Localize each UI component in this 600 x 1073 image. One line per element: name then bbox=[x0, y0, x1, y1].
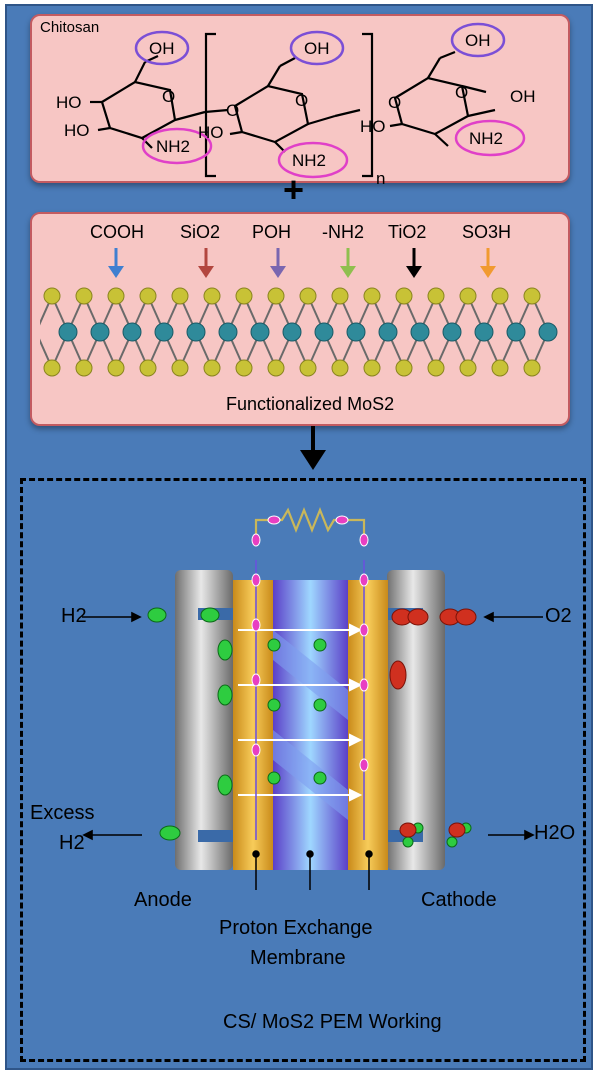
sulfur-atom bbox=[299, 287, 317, 305]
molybdenum-atom bbox=[154, 322, 174, 342]
sulfur-atom bbox=[459, 287, 477, 305]
ho-label: HO bbox=[64, 121, 90, 140]
oh-label: OH bbox=[465, 31, 491, 50]
ho-label: HO bbox=[198, 123, 224, 142]
oh-label: OH bbox=[149, 39, 175, 58]
sulfur-atom bbox=[171, 359, 189, 377]
molybdenum-atom bbox=[442, 322, 462, 342]
cathode-label: Cathode bbox=[421, 889, 497, 911]
sulfur-atom bbox=[139, 359, 157, 377]
functional-group-label: -NH2 bbox=[322, 222, 365, 242]
sulfur-atom bbox=[203, 287, 221, 305]
ring-oxygen: O bbox=[295, 91, 308, 110]
functional-group-arrow-icon bbox=[108, 248, 124, 278]
oh-label: OH bbox=[304, 39, 330, 58]
functional-group-label: SiO2 bbox=[180, 222, 221, 242]
sulfur-atom bbox=[235, 359, 253, 377]
molybdenum-atom bbox=[58, 322, 78, 342]
sulfur-atom bbox=[139, 287, 157, 305]
membrane-label-line1: Proton Exchange bbox=[219, 917, 373, 939]
chitosan-structure: OH OH OH HO HO HO HO O O O O O OH NH2 NH… bbox=[56, 22, 536, 188]
nh2-label: NH2 bbox=[292, 151, 326, 170]
molybdenum-atom bbox=[282, 322, 302, 342]
functional-group-label: TiO2 bbox=[388, 222, 427, 242]
sulfur-atom bbox=[491, 287, 509, 305]
molybdenum-atom bbox=[90, 322, 110, 342]
sulfur-atom bbox=[395, 287, 413, 305]
molybdenum-atom bbox=[378, 322, 398, 342]
down-arrow-icon bbox=[300, 426, 326, 470]
fuel-cell-frame bbox=[20, 478, 586, 1062]
functional-group-arrow-icon bbox=[406, 248, 422, 278]
anode-label: Anode bbox=[134, 889, 192, 911]
membrane-label-line2: Membrane bbox=[250, 947, 346, 969]
functional-group-arrow-icon bbox=[198, 248, 214, 278]
plus-sign: + bbox=[283, 169, 305, 210]
sulfur-atom bbox=[235, 287, 253, 305]
nh2-label: NH2 bbox=[469, 129, 503, 148]
molybdenum-atom bbox=[506, 322, 526, 342]
ho-label: HO bbox=[56, 93, 82, 112]
sulfur-atom bbox=[107, 287, 125, 305]
sulfur-atom bbox=[459, 359, 477, 377]
o2-inlet-label: O2 bbox=[545, 605, 572, 627]
oh-label: OH bbox=[510, 87, 536, 106]
molybdenum-atom bbox=[314, 322, 334, 342]
pem-caption: CS/ MoS2 PEM Working bbox=[223, 1011, 442, 1033]
functional-group-arrow-icon bbox=[340, 248, 356, 278]
repeat-n-label: n bbox=[376, 169, 385, 188]
ring-oxygen: O bbox=[455, 83, 468, 102]
mos2-box bbox=[30, 212, 570, 426]
h2-inlet-label: H2 bbox=[61, 605, 87, 627]
excess-h2-label: H2 bbox=[59, 832, 85, 854]
sulfur-atom bbox=[523, 359, 541, 377]
sulfur-atom bbox=[363, 359, 381, 377]
water-outlet-label: H2O bbox=[534, 822, 576, 844]
sulfur-atom bbox=[523, 287, 541, 305]
molybdenum-atom bbox=[122, 322, 142, 342]
sulfur-atom bbox=[395, 359, 413, 377]
sulfur-atom bbox=[267, 359, 285, 377]
sulfur-atom bbox=[171, 287, 189, 305]
sulfur-atom bbox=[75, 359, 93, 377]
functional-group-label: POH bbox=[252, 222, 292, 242]
molybdenum-atom bbox=[250, 322, 270, 342]
molybdenum-atom bbox=[474, 322, 494, 342]
mos2-lattice bbox=[40, 287, 558, 377]
glycosidic-oxygen: O bbox=[226, 101, 239, 120]
sulfur-atom bbox=[427, 359, 445, 377]
nh2-label: NH2 bbox=[156, 137, 190, 156]
sulfur-atom bbox=[267, 287, 285, 305]
glycosidic-oxygen: O bbox=[388, 93, 401, 112]
functional-group-label: SO3H bbox=[462, 222, 512, 242]
sulfur-atom bbox=[299, 359, 317, 377]
ho-label: HO bbox=[360, 117, 386, 136]
fuel-cell-diagram bbox=[82, 507, 543, 890]
sulfur-atom bbox=[43, 359, 61, 377]
molybdenum-atom bbox=[186, 322, 206, 342]
functional-group-arrow-icon bbox=[480, 248, 496, 278]
mos2-label: Functionalized MoS2 bbox=[226, 394, 395, 414]
sulfur-atom bbox=[43, 287, 61, 305]
molybdenum-atom bbox=[538, 322, 558, 342]
molybdenum-atom bbox=[346, 322, 366, 342]
sulfur-atom bbox=[75, 287, 93, 305]
molybdenum-atom bbox=[410, 322, 430, 342]
molybdenum-atom bbox=[218, 322, 238, 342]
functional-group-arrow-icon bbox=[270, 248, 286, 278]
sulfur-atom bbox=[491, 359, 509, 377]
sulfur-atom bbox=[331, 359, 349, 377]
chitosan-title: Chitosan bbox=[40, 19, 100, 36]
sulfur-atom bbox=[331, 287, 349, 305]
excess-label: Excess bbox=[30, 802, 95, 824]
sulfur-atom bbox=[363, 287, 381, 305]
sulfur-atom bbox=[427, 287, 445, 305]
sulfur-atom bbox=[107, 359, 125, 377]
sulfur-atom bbox=[203, 359, 221, 377]
ring-oxygen: O bbox=[162, 87, 175, 106]
functional-group-label: COOH bbox=[90, 222, 144, 242]
